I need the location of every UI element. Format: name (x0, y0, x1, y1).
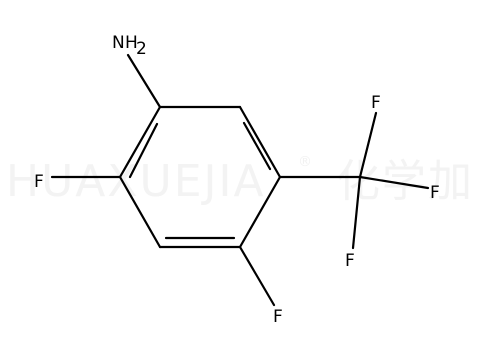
amine-h-count: 2 (136, 39, 147, 59)
ring-double-bond-c2-c1 (128, 122, 159, 179)
ring-bond-c2-c1 (118, 105, 162, 179)
fluoro-2-label: F (34, 172, 44, 192)
substituent-bonds (50, 53, 430, 307)
atom-labels: N H 2 F F F F F (34, 33, 440, 327)
bond-cf3-f-bottom (351, 175, 362, 250)
ring-double-bond-c6-c5 (242, 121, 272, 171)
watermark-text: HUAXUEJIA (6, 156, 266, 207)
ring-bond-c6-c5 (238, 105, 282, 179)
ring-bond-c5-c4 (238, 175, 282, 249)
watermark-registered-mark: ® (298, 154, 312, 170)
amine-n-label: N (112, 33, 125, 53)
bond-cf3-f-top (358, 111, 378, 179)
cf3-fluoro-top-label: F (371, 93, 381, 113)
benzene-ring (118, 105, 282, 249)
bond-c4-f (238, 245, 276, 307)
fluoro-4-label: F (273, 307, 283, 327)
cf3-fluoro-right-label: F (430, 183, 440, 203)
watermark: HUAXUEJIA ® 化学加 (6, 154, 472, 207)
amine-h-label: H (125, 33, 138, 53)
cf3-fluoro-bottom-label: F (345, 251, 355, 271)
bond-cf3-f-right (358, 175, 430, 190)
bond-c1-n (126, 53, 162, 109)
ring-bond-c3-c2 (118, 175, 162, 249)
